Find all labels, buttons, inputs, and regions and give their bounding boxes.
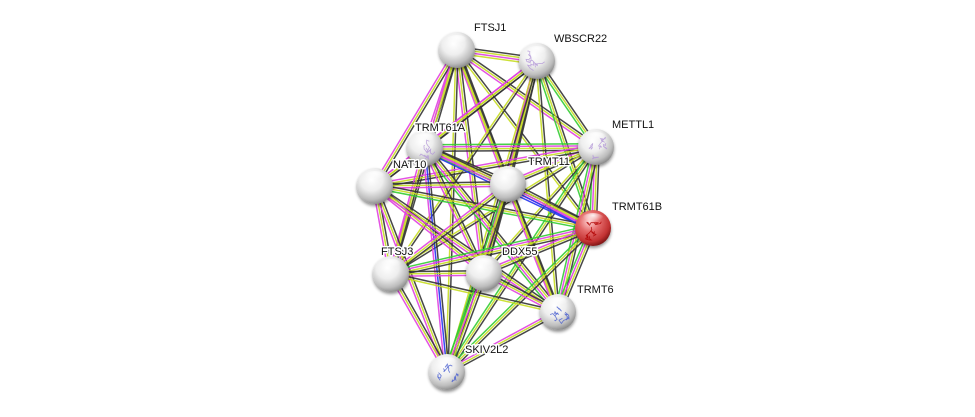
sphere-highlight [473, 258, 495, 270]
sphere-highlight [582, 213, 604, 225]
node-trmt6[interactable]: TRMT6 [540, 283, 615, 330]
edge-channel-black [374, 181, 509, 185]
edge-channel-magenta [505, 184, 557, 314]
edge-channel-yellow-green [456, 49, 485, 274]
node-label: TRMT61A [415, 122, 466, 134]
edge-channel-yellow-green [424, 147, 597, 150]
sphere-highlight [497, 169, 519, 181]
edge-channel-yellow-green [374, 146, 597, 187]
node-label: TRMT61B [612, 201, 662, 213]
edge-channel-green [534, 61, 592, 229]
edge-channel-yellow-green [374, 185, 559, 313]
edge-channel-yellow-green [446, 227, 594, 373]
edge-trmt6-skiv2l2[interactable] [445, 309, 560, 375]
edge-channel-green [374, 187, 593, 231]
edge-channel-yellow-green [391, 228, 594, 276]
edge-channel-yellow-green [507, 183, 559, 313]
edge-channel-black [392, 272, 450, 372]
edge-channel-black [509, 182, 561, 312]
edge-channel-magenta [445, 309, 558, 371]
edge-channel-black [391, 272, 559, 312]
edge-channel-black [391, 185, 510, 277]
node-trmt11[interactable]: TRMT11 [490, 155, 571, 202]
edge-channel-green [424, 142, 597, 146]
edge-channel-yellow-green [390, 273, 448, 373]
node-label: FTSJ1 [474, 22, 506, 34]
sphere-highlight [526, 46, 548, 58]
edge-ftsj1-ddx55[interactable] [454, 49, 487, 274]
node-trmt61b[interactable]: TRMT61B [575, 200, 664, 246]
node-ftsj1[interactable]: FTSJ1 [439, 21, 508, 68]
node-label: FTSJ3 [381, 246, 413, 258]
edge-channel-magenta [482, 225, 593, 272]
edge-channel-yellow-green [446, 311, 559, 373]
node-wbscr22[interactable]: WBSCR22 [519, 32, 609, 79]
edge-channel-yellow-green [374, 185, 594, 229]
sphere-highlight [414, 133, 436, 145]
edge-channel-black [375, 148, 597, 189]
edge-channel-yellow-green [390, 145, 596, 274]
edge-channel-magenta [372, 48, 456, 186]
edge-channel-black [376, 50, 460, 188]
edge-ftsj3-skiv2l2[interactable] [388, 272, 450, 374]
edge-channel-magenta [388, 274, 446, 374]
edge-channel-black [537, 60, 560, 312]
edge-channel-yellow-green [445, 49, 457, 373]
node-label: TRMT11 [528, 156, 570, 168]
edge-channel-yellow-green [374, 183, 509, 187]
edge-channel-yellow-green [482, 145, 596, 273]
sphere-highlight [380, 259, 402, 271]
protein-structure-icon [525, 50, 545, 71]
edge-channel-black [457, 48, 595, 228]
edge-channel-magenta [424, 145, 597, 148]
edge-trmt61b-skiv2l2[interactable] [444, 225, 596, 375]
edge-mettl1-nat10[interactable] [374, 144, 597, 189]
node-label: DDX55 [502, 246, 537, 258]
edge-channel-green [444, 225, 593, 371]
edge-channel-magenta [454, 50, 483, 274]
edge-trmt61b-ftsj3[interactable] [390, 224, 594, 278]
edge-channel-magenta [389, 181, 508, 273]
edge-channel-green [390, 224, 593, 272]
edge-mettl1-ddx55[interactable] [482, 145, 598, 275]
edge-channel-yellow-green [374, 49, 458, 187]
edge-trmt11-trmt6[interactable] [505, 182, 561, 314]
protein-structure-icon [585, 221, 602, 241]
edge-channel-magenta [374, 144, 596, 185]
node-label: WBSCR22 [554, 33, 607, 45]
edge-channel-black [447, 313, 560, 375]
edge-channel-black [484, 147, 598, 275]
node-ftsj3[interactable]: FTSJ3 [373, 245, 415, 292]
sphere-highlight [436, 357, 458, 369]
edge-trmt61b-ddx55[interactable] [482, 225, 595, 276]
sphere-highlight [446, 35, 468, 47]
node-label: METTL1 [612, 119, 654, 131]
edge-channel-black [484, 229, 595, 276]
sphere-highlight [364, 171, 386, 183]
node-ddx55[interactable]: DDX55 [466, 245, 539, 291]
edge-channel-black [447, 229, 596, 375]
edge-trmt11-ftsj3[interactable] [389, 181, 510, 277]
node-label: SKIV2L2 [465, 344, 508, 356]
node-trmt61a[interactable]: TRMT61A [407, 121, 467, 166]
protein-structure-icon [549, 306, 570, 325]
sphere-highlight [585, 132, 607, 144]
node-label: TRMT6 [577, 284, 614, 296]
node-mettl1[interactable]: METTL1 [578, 118, 656, 165]
sphere-highlight [547, 297, 569, 309]
edge-ftsj1-nat10[interactable] [372, 48, 460, 188]
edge-channel-yellow-green [455, 50, 593, 230]
edge-ftsj1-trmt61b[interactable] [455, 48, 595, 230]
edge-channel-black [458, 49, 487, 273]
node-label: NAT10 [393, 159, 426, 171]
protein-structure-icon [419, 139, 436, 161]
edge-channel-yellow-green [483, 227, 594, 274]
edge-channel-black [448, 147, 599, 374]
node-skiv2l2[interactable]: SKIV2L2 [429, 343, 510, 390]
edge-channel-yellow-green [390, 183, 509, 275]
node-nat10[interactable]: NAT10 [357, 158, 428, 204]
edge-channel-magenta [390, 226, 593, 274]
